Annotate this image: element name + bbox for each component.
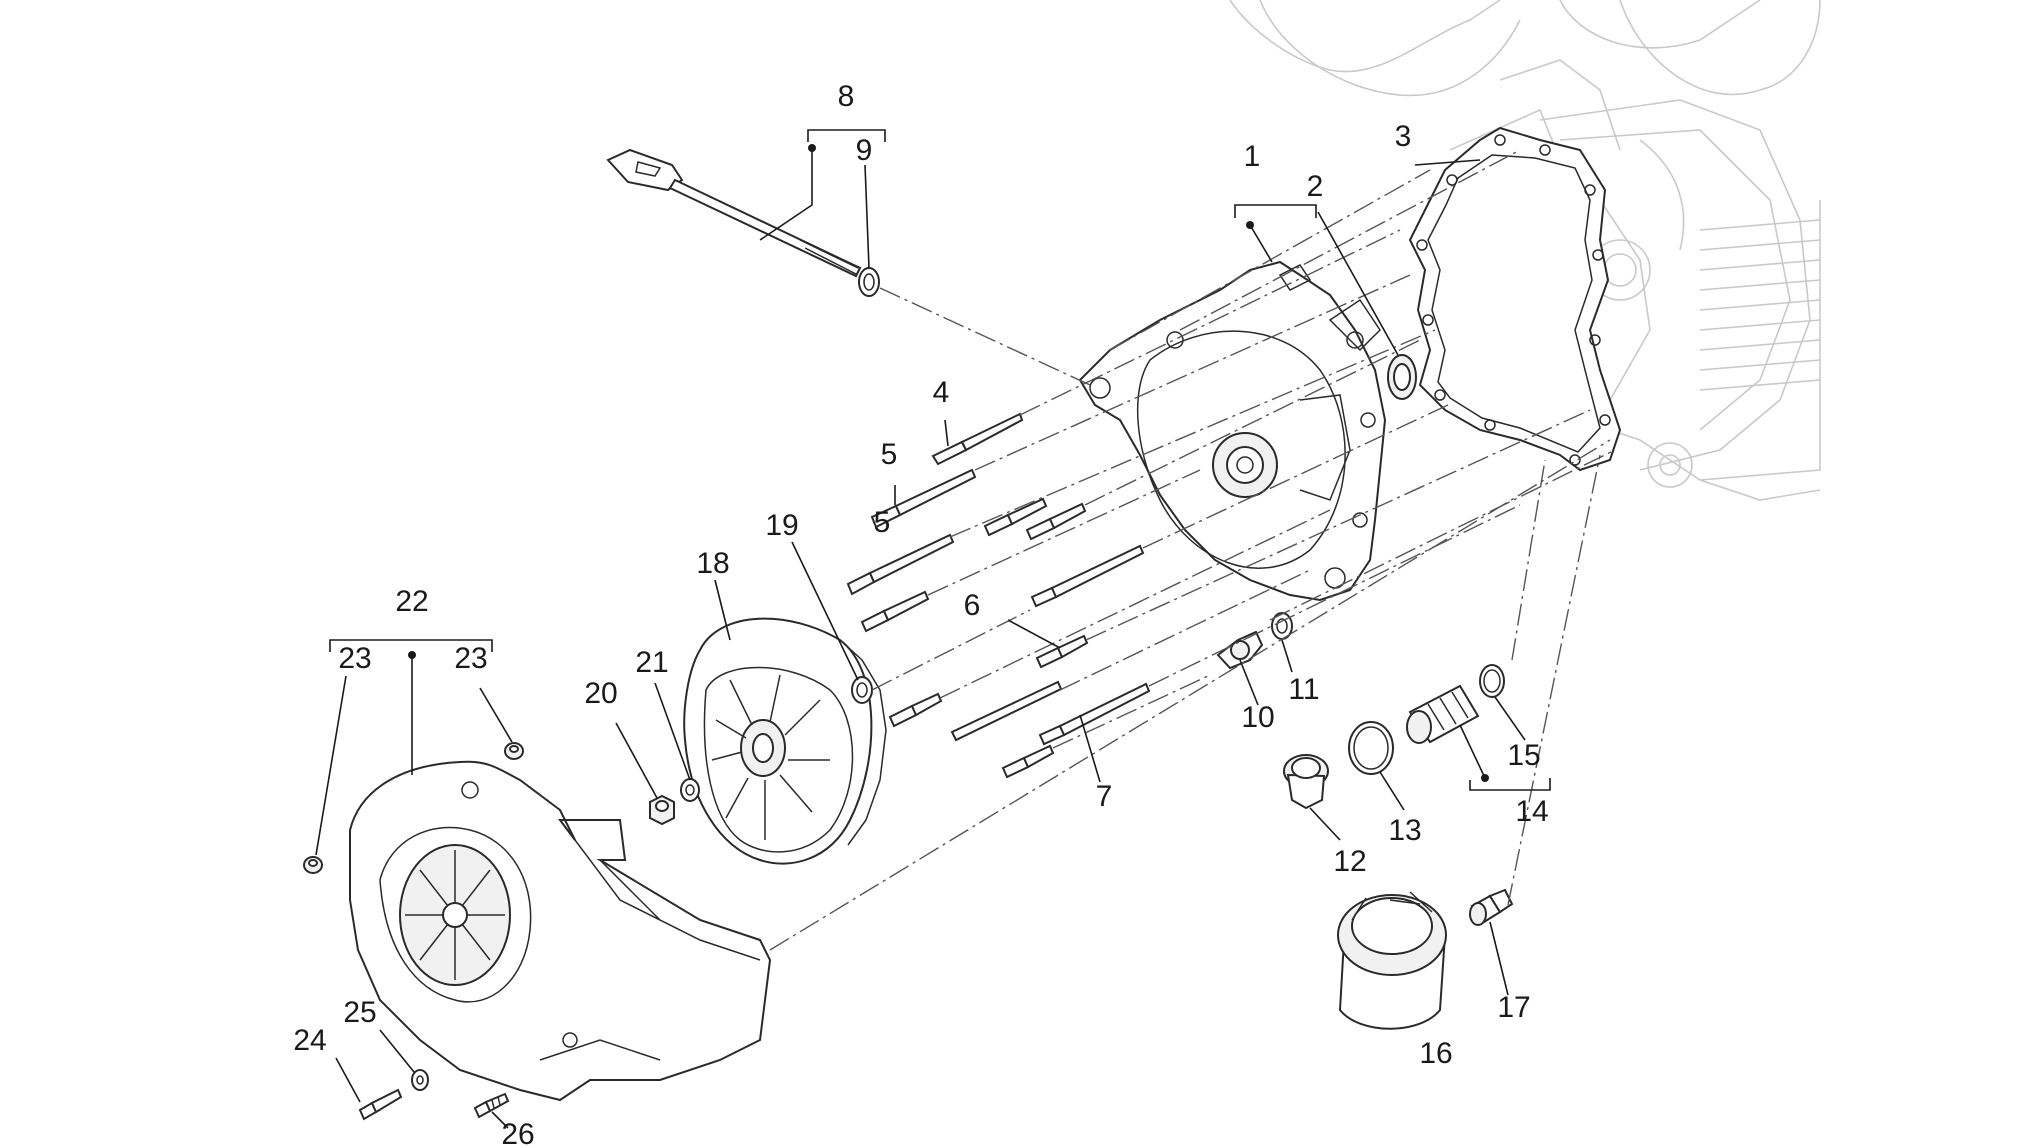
grommet-23-right	[504, 742, 524, 760]
bolt-long-a	[1030, 544, 1145, 608]
callout-7: 7	[1096, 780, 1113, 813]
callout-13: 13	[1388, 814, 1421, 847]
assembly-axis-lines	[769, 149, 1616, 951]
callout-1: 1	[1244, 140, 1261, 173]
screw-24	[358, 1088, 403, 1121]
oil-filter	[1337, 891, 1447, 1030]
callout-9: 9	[856, 134, 873, 167]
callout-leaders	[315, 129, 1551, 1129]
callout-18: 18	[696, 547, 729, 580]
bolt-6-c	[1035, 634, 1089, 669]
callout-labels: 1 2 3 4 5 5 6 7 8 9 10 11 12 13 14 15 16…	[293, 80, 1548, 1148]
callout-4: 4	[933, 376, 950, 409]
callout-5-upper: 5	[881, 438, 898, 471]
callout-25: 25	[343, 996, 376, 1029]
nut-20	[649, 794, 675, 826]
callout-15: 15	[1507, 739, 1540, 772]
drain-plug	[1283, 754, 1329, 810]
screw-26	[473, 1092, 510, 1119]
bolt-7-b	[1038, 682, 1151, 746]
callout-22: 22	[395, 585, 428, 618]
filter-fitting	[1469, 888, 1514, 926]
callout-23-left: 23	[338, 642, 371, 675]
o-ring-9	[858, 267, 880, 297]
o-ring-15	[1479, 664, 1505, 698]
bolt-6-b	[1025, 502, 1087, 541]
bolt-short-3	[1001, 744, 1055, 779]
crankcase-cover	[1078, 260, 1387, 602]
callout-12: 12	[1333, 845, 1366, 878]
washer-21	[680, 778, 700, 802]
callout-14: 14	[1515, 795, 1548, 828]
callout-21: 21	[635, 646, 668, 679]
callout-6: 6	[964, 589, 981, 622]
engine-block-background	[1229, 0, 1821, 501]
bolt-short-1	[860, 590, 930, 633]
grommet-23-left	[303, 856, 323, 874]
callout-16: 16	[1419, 1037, 1452, 1070]
bolt-short-2	[888, 692, 943, 728]
gasket	[1408, 126, 1622, 472]
callout-26: 26	[501, 1118, 534, 1148]
callout-20: 20	[584, 677, 617, 710]
o-ring-13	[1348, 721, 1394, 775]
oil-seal	[1387, 354, 1417, 400]
bolt-7-a	[950, 680, 1063, 742]
callout-10: 10	[1241, 701, 1274, 734]
bolt-4	[931, 412, 1024, 466]
callout-24: 24	[293, 1024, 326, 1057]
dipstick	[606, 148, 862, 278]
callout-8: 8	[838, 80, 855, 113]
bolt-5-lower	[846, 533, 955, 596]
callout-23-right: 23	[454, 642, 487, 675]
callout-11: 11	[1288, 673, 1319, 706]
callout-17: 17	[1497, 991, 1530, 1024]
fan-cover	[349, 760, 772, 1102]
callout-3: 3	[1395, 120, 1412, 153]
cooling-fan	[683, 617, 887, 865]
oil-screen-filter	[1406, 684, 1480, 744]
sensor	[1216, 630, 1264, 670]
washer-19	[851, 676, 873, 704]
washer-25	[411, 1069, 429, 1091]
callout-19: 19	[765, 509, 798, 542]
bolt-6-a	[983, 497, 1048, 537]
bolt-5-upper	[870, 468, 977, 529]
callout-5-lower: 5	[874, 506, 891, 539]
callout-2: 2	[1307, 170, 1324, 203]
